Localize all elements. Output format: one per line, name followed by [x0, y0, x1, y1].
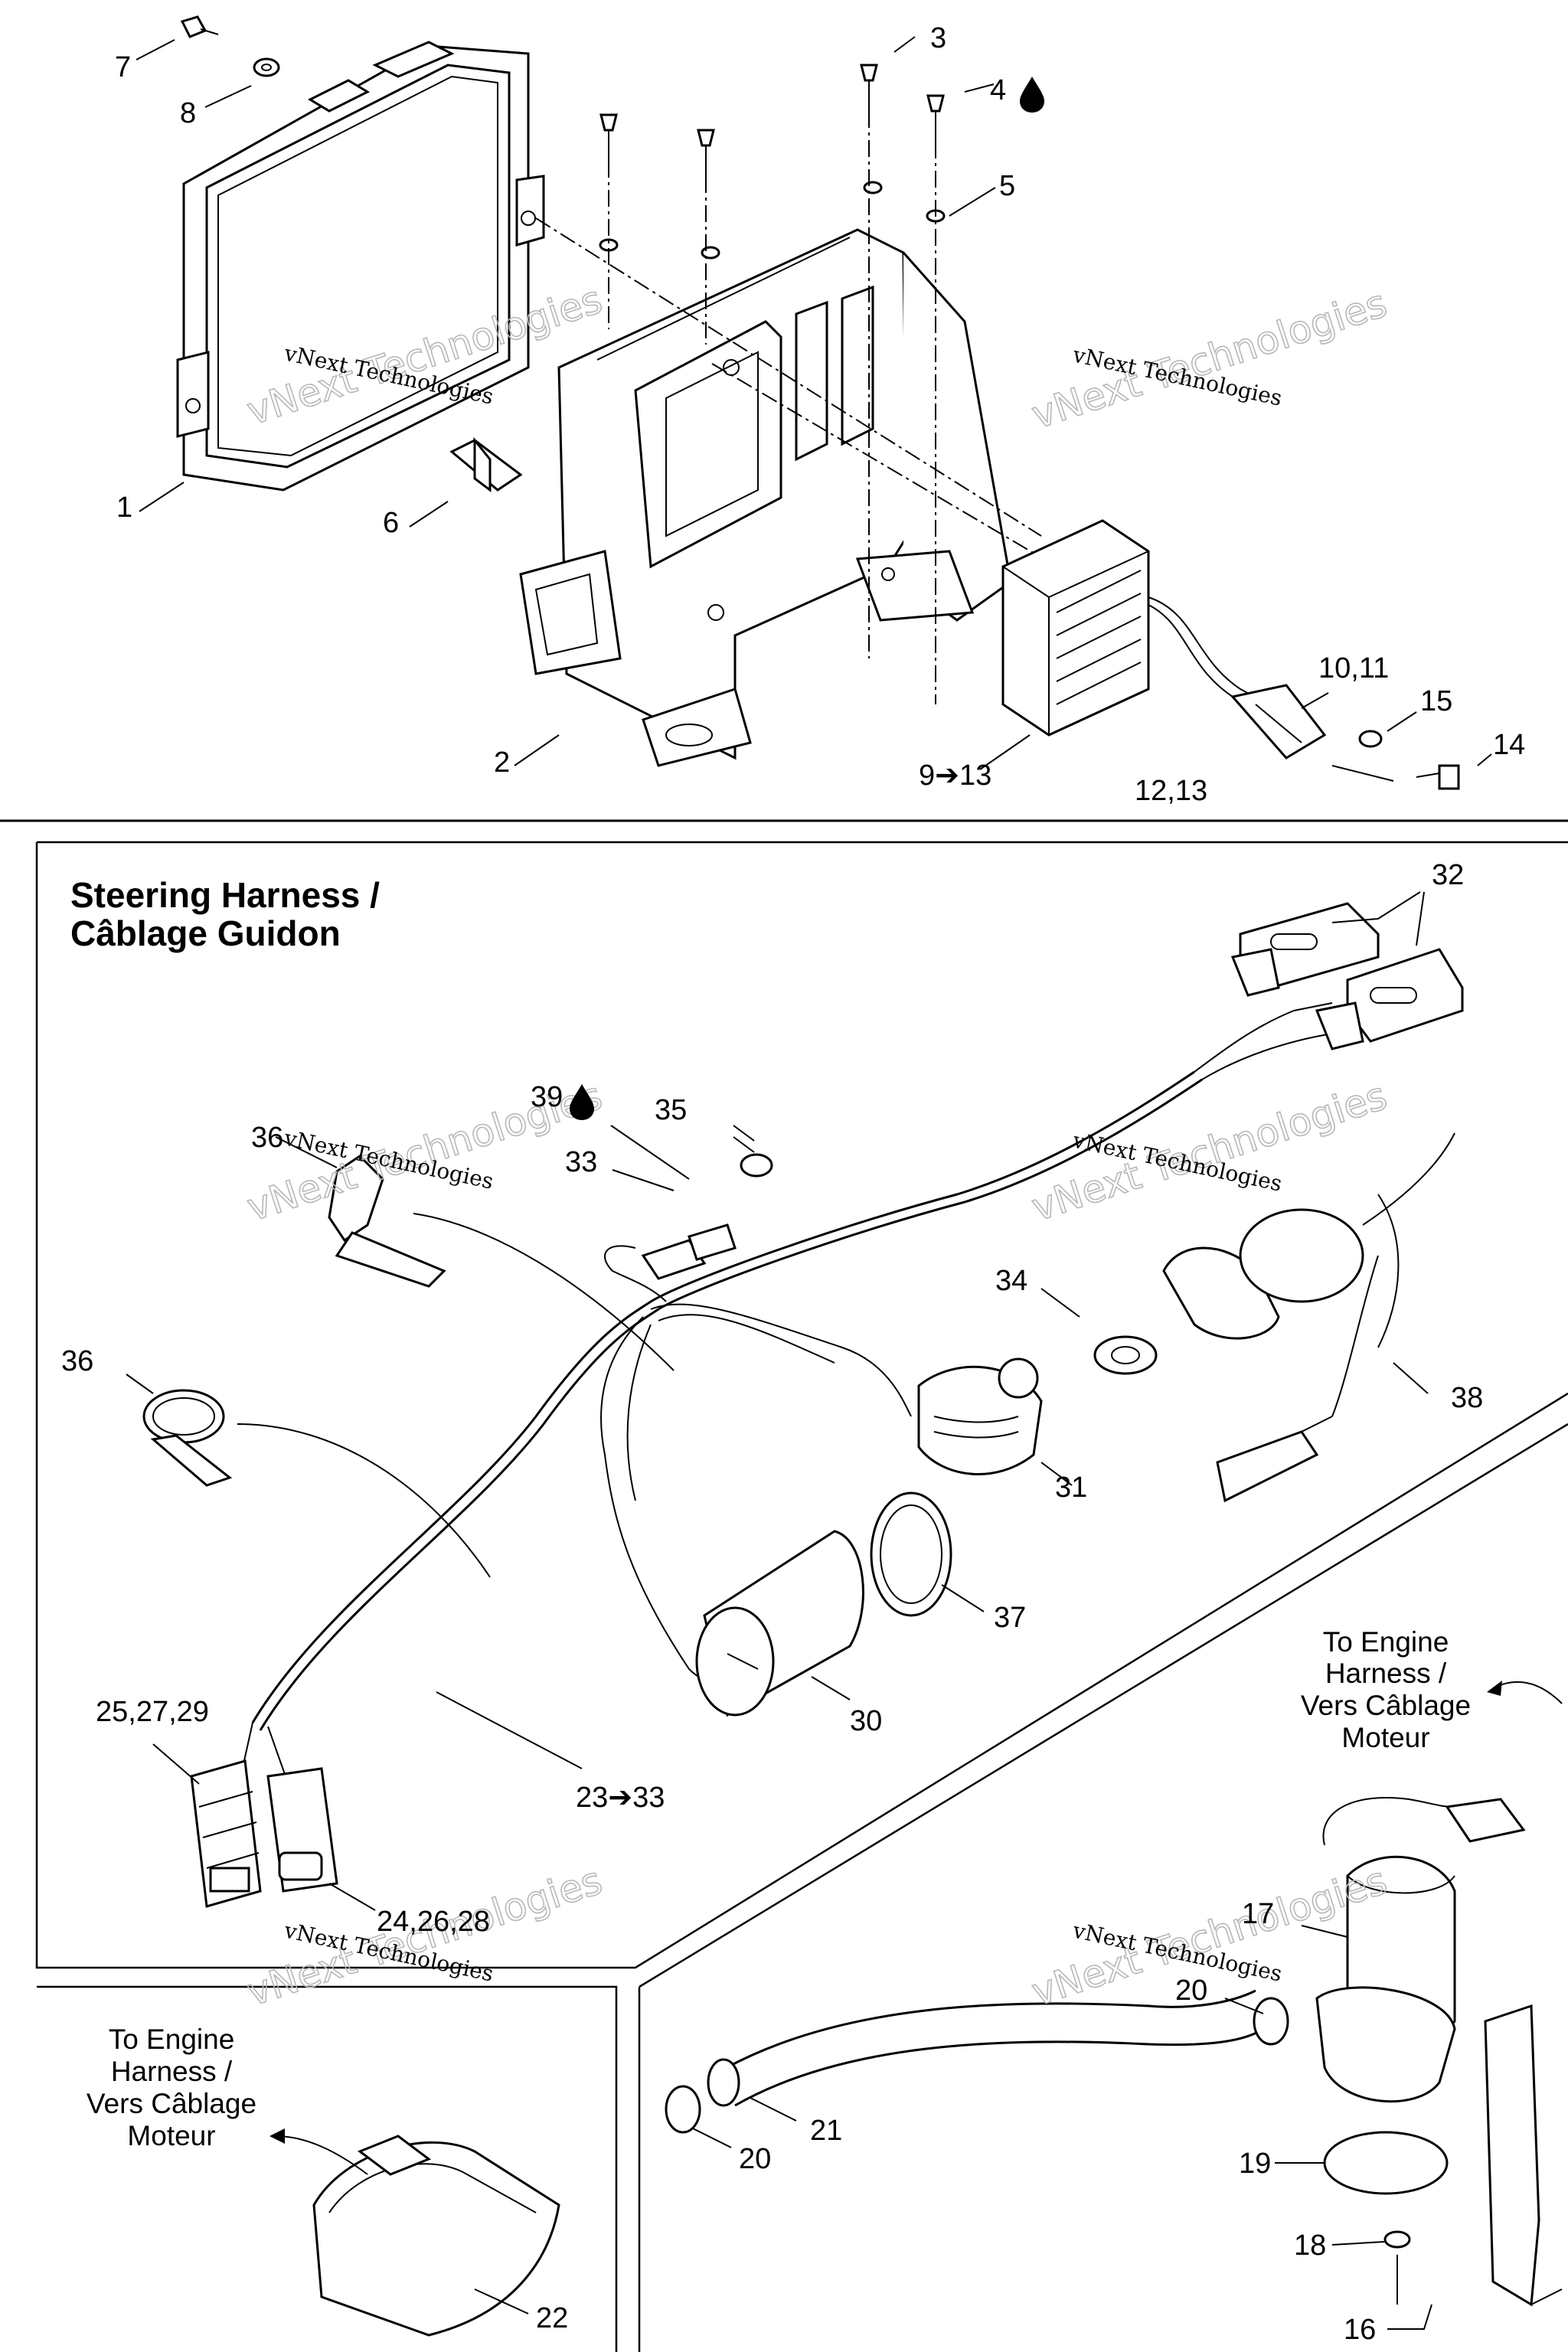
steering-title-line2: Câblage Guidon	[70, 913, 341, 953]
bolts-3-4	[599, 64, 945, 176]
callout-36-lower: 36	[61, 1345, 93, 1377]
clip-6	[449, 436, 523, 492]
clamp-19	[1323, 2131, 1449, 2195]
callout-10-11: 10,11	[1318, 652, 1389, 684]
hose-21	[707, 1989, 1264, 2107]
switch-31	[917, 1335, 1158, 1475]
callout-30: 30	[850, 1705, 882, 1737]
ecu-module	[176, 41, 545, 492]
centerlines-top	[535, 111, 1057, 704]
clamp-20	[665, 1997, 1289, 2134]
callout-21: 21	[810, 2115, 842, 2147]
steering-harness	[237, 1002, 1333, 1792]
engine-note-left-line4: Moteur	[127, 2120, 215, 2151]
section-frames	[0, 819, 1568, 2352]
engine-note-left: To Engine Harness / Vers Câblage Moteur	[87, 2024, 256, 2151]
screw-7	[180, 15, 219, 38]
sensor-33	[641, 1153, 773, 1280]
engine-note-right-line4: Moteur	[1341, 1722, 1429, 1753]
callout-20-lower: 20	[739, 2143, 771, 2175]
screw-18	[1383, 2230, 1411, 2249]
callout-23-33: 23➔33	[576, 1782, 665, 1814]
callout-34: 34	[995, 1265, 1027, 1297]
bolt-14	[1416, 764, 1460, 790]
bilge-pump-17	[1315, 1797, 1526, 2103]
callout-31: 31	[1055, 1472, 1087, 1504]
steering-title-line1: Steering Harness /	[70, 875, 380, 915]
engine-note-right-line1: To Engine	[1323, 1626, 1449, 1658]
callout-37: 37	[994, 1602, 1026, 1634]
callout-14: 14	[1493, 729, 1525, 761]
washer-15	[1358, 730, 1383, 748]
callout-8: 8	[180, 97, 196, 129]
callout-19: 19	[1239, 2148, 1271, 2180]
drop-icon	[1020, 77, 1044, 113]
callout-35: 35	[655, 1094, 687, 1126]
callout-39: 39	[531, 1081, 563, 1113]
voltage-regulator	[1001, 519, 1327, 760]
callout-32: 32	[1432, 859, 1464, 891]
callout-24-26-28: 24,26,28	[377, 1906, 490, 1938]
engine-note-left-line1: To Engine	[109, 2024, 235, 2055]
clamp-36-upper	[328, 1155, 446, 1288]
callout-17: 17	[1242, 1898, 1274, 1930]
connector-22	[312, 2135, 560, 2337]
engine-note-right-line2: Harness /	[1325, 1658, 1447, 1689]
callout-25-27-29: 25,27,29	[96, 1696, 209, 1728]
callout-16: 16	[1344, 2314, 1376, 2346]
callout-12-13: 12,13	[1135, 775, 1207, 807]
callout-1: 1	[116, 492, 132, 524]
callout-2: 2	[494, 746, 510, 779]
mounting-bracket	[519, 228, 1012, 767]
callout-5: 5	[999, 170, 1015, 202]
callout-36-upper: 36	[251, 1122, 283, 1154]
connector-25-27-29	[190, 1759, 262, 1908]
callout-labels: 7 8 3 4 5 1 6 2 9➔13 10,11 15 14 12,13 3…	[61, 22, 1525, 2346]
direction-arrows	[270, 1681, 1563, 2175]
callout-15: 15	[1420, 685, 1452, 717]
callout-9-13: 9➔13	[919, 760, 991, 792]
callout-3: 3	[930, 22, 946, 54]
callout-22: 22	[536, 2302, 568, 2334]
ring-37	[870, 1491, 952, 1617]
gauge-30	[695, 1530, 864, 1717]
leader-lines	[126, 36, 1492, 2330]
lanyard-38	[1162, 1132, 1455, 1503]
drop-icon	[570, 1084, 594, 1120]
key-switch-32	[1230, 902, 1464, 1050]
callout-33: 33	[565, 1146, 597, 1178]
callout-7: 7	[115, 51, 131, 83]
engine-note-left-line2: Harness /	[111, 2056, 233, 2087]
callout-4: 4	[990, 74, 1006, 106]
callout-20-upper: 20	[1175, 1975, 1207, 2007]
clamp-36-lower	[142, 1389, 233, 1487]
callout-38: 38	[1451, 1382, 1483, 1414]
callout-18: 18	[1294, 2230, 1326, 2262]
callout-6: 6	[383, 507, 399, 539]
connector-24-26-28	[266, 1767, 338, 1893]
washer-8	[253, 57, 280, 77]
engine-note-right: To Engine Harness / Vers Câblage Moteur	[1301, 1626, 1471, 1753]
bracket-16	[1484, 2004, 1563, 2307]
engine-note-right-line3: Vers Câblage	[1301, 1690, 1471, 1721]
engine-note-left-line3: Vers Câblage	[87, 2088, 256, 2119]
